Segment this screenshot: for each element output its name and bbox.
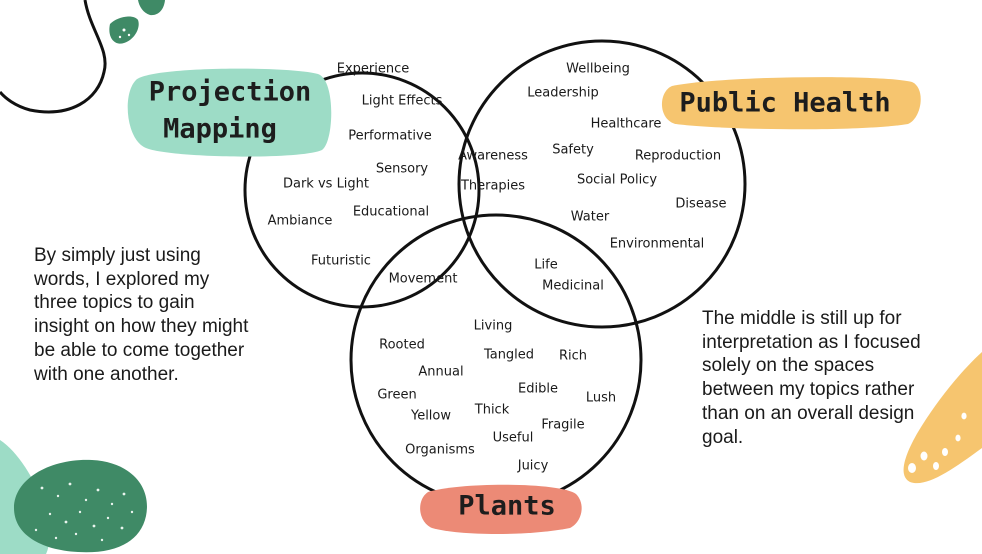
word: Leadership (527, 86, 598, 101)
decorative-curve (0, 0, 107, 114)
word: Wellbeing (566, 62, 630, 77)
word: Thick (474, 403, 510, 418)
plants-label: Plants (420, 484, 582, 534)
word: Performative (348, 129, 431, 144)
word: Medicinal (542, 279, 604, 294)
word: Green (377, 388, 416, 403)
projection-mapping-label-bg (127, 68, 332, 157)
word: Futuristic (311, 254, 371, 269)
yellow-blob (903, 352, 982, 484)
word: Awareness (458, 149, 528, 164)
word: Dark vs Light (283, 177, 369, 192)
green-blob (14, 459, 147, 553)
word: Lush (586, 391, 616, 406)
word: Therapies (460, 179, 525, 194)
word: Environmental (610, 237, 705, 252)
word: Water (571, 210, 610, 225)
public-health-label: Public Health (661, 77, 921, 130)
decorative-dot (118, 35, 122, 39)
word: Annual (418, 365, 463, 380)
word: Living (474, 319, 513, 334)
decorative-dot (127, 33, 131, 37)
word: Safety (552, 143, 594, 158)
word: Experience (337, 62, 410, 77)
word: Social Policy (577, 173, 657, 188)
word: Ambiance (268, 214, 333, 229)
yellow-blob-dots (908, 412, 967, 473)
projection-mapping-label: Projection Mapping (127, 68, 332, 157)
decorative-dot (122, 28, 126, 32)
word: Rich (559, 349, 587, 364)
word: Movement (389, 272, 458, 287)
explanation-paragraph: The middle is still up for interpretatio… (702, 308, 921, 448)
decorative-leaf-top (138, 0, 165, 16)
word: Reproduction (635, 149, 721, 164)
public-health-circle (457, 39, 747, 329)
word: Sensory (376, 162, 429, 177)
word: Healthcare (591, 117, 662, 132)
public-health-title: Public Health (679, 88, 890, 119)
public-health-label-bg (661, 77, 921, 130)
word: Yellow (410, 409, 451, 424)
word: Tangled (483, 348, 534, 363)
plants-label-bg (420, 484, 582, 534)
word: Rooted (379, 338, 425, 353)
word: Juicy (517, 459, 549, 474)
word: Educational (353, 205, 429, 220)
word: Organisms (405, 443, 475, 458)
plants-title: Plants (458, 491, 556, 522)
green-blob-specks (34, 482, 134, 542)
word: Light Effects (362, 94, 443, 109)
word: Useful (493, 431, 534, 446)
word: Fragile (541, 418, 584, 433)
projection-mapping-title-line2: Mapping (163, 114, 277, 145)
word: Edible (518, 382, 558, 397)
word: Disease (675, 197, 726, 212)
word: Life (534, 258, 557, 273)
intro-paragraph: By simply just using words, I explored m… (34, 245, 249, 385)
projection-mapping-title-line1: Projection (149, 77, 312, 108)
